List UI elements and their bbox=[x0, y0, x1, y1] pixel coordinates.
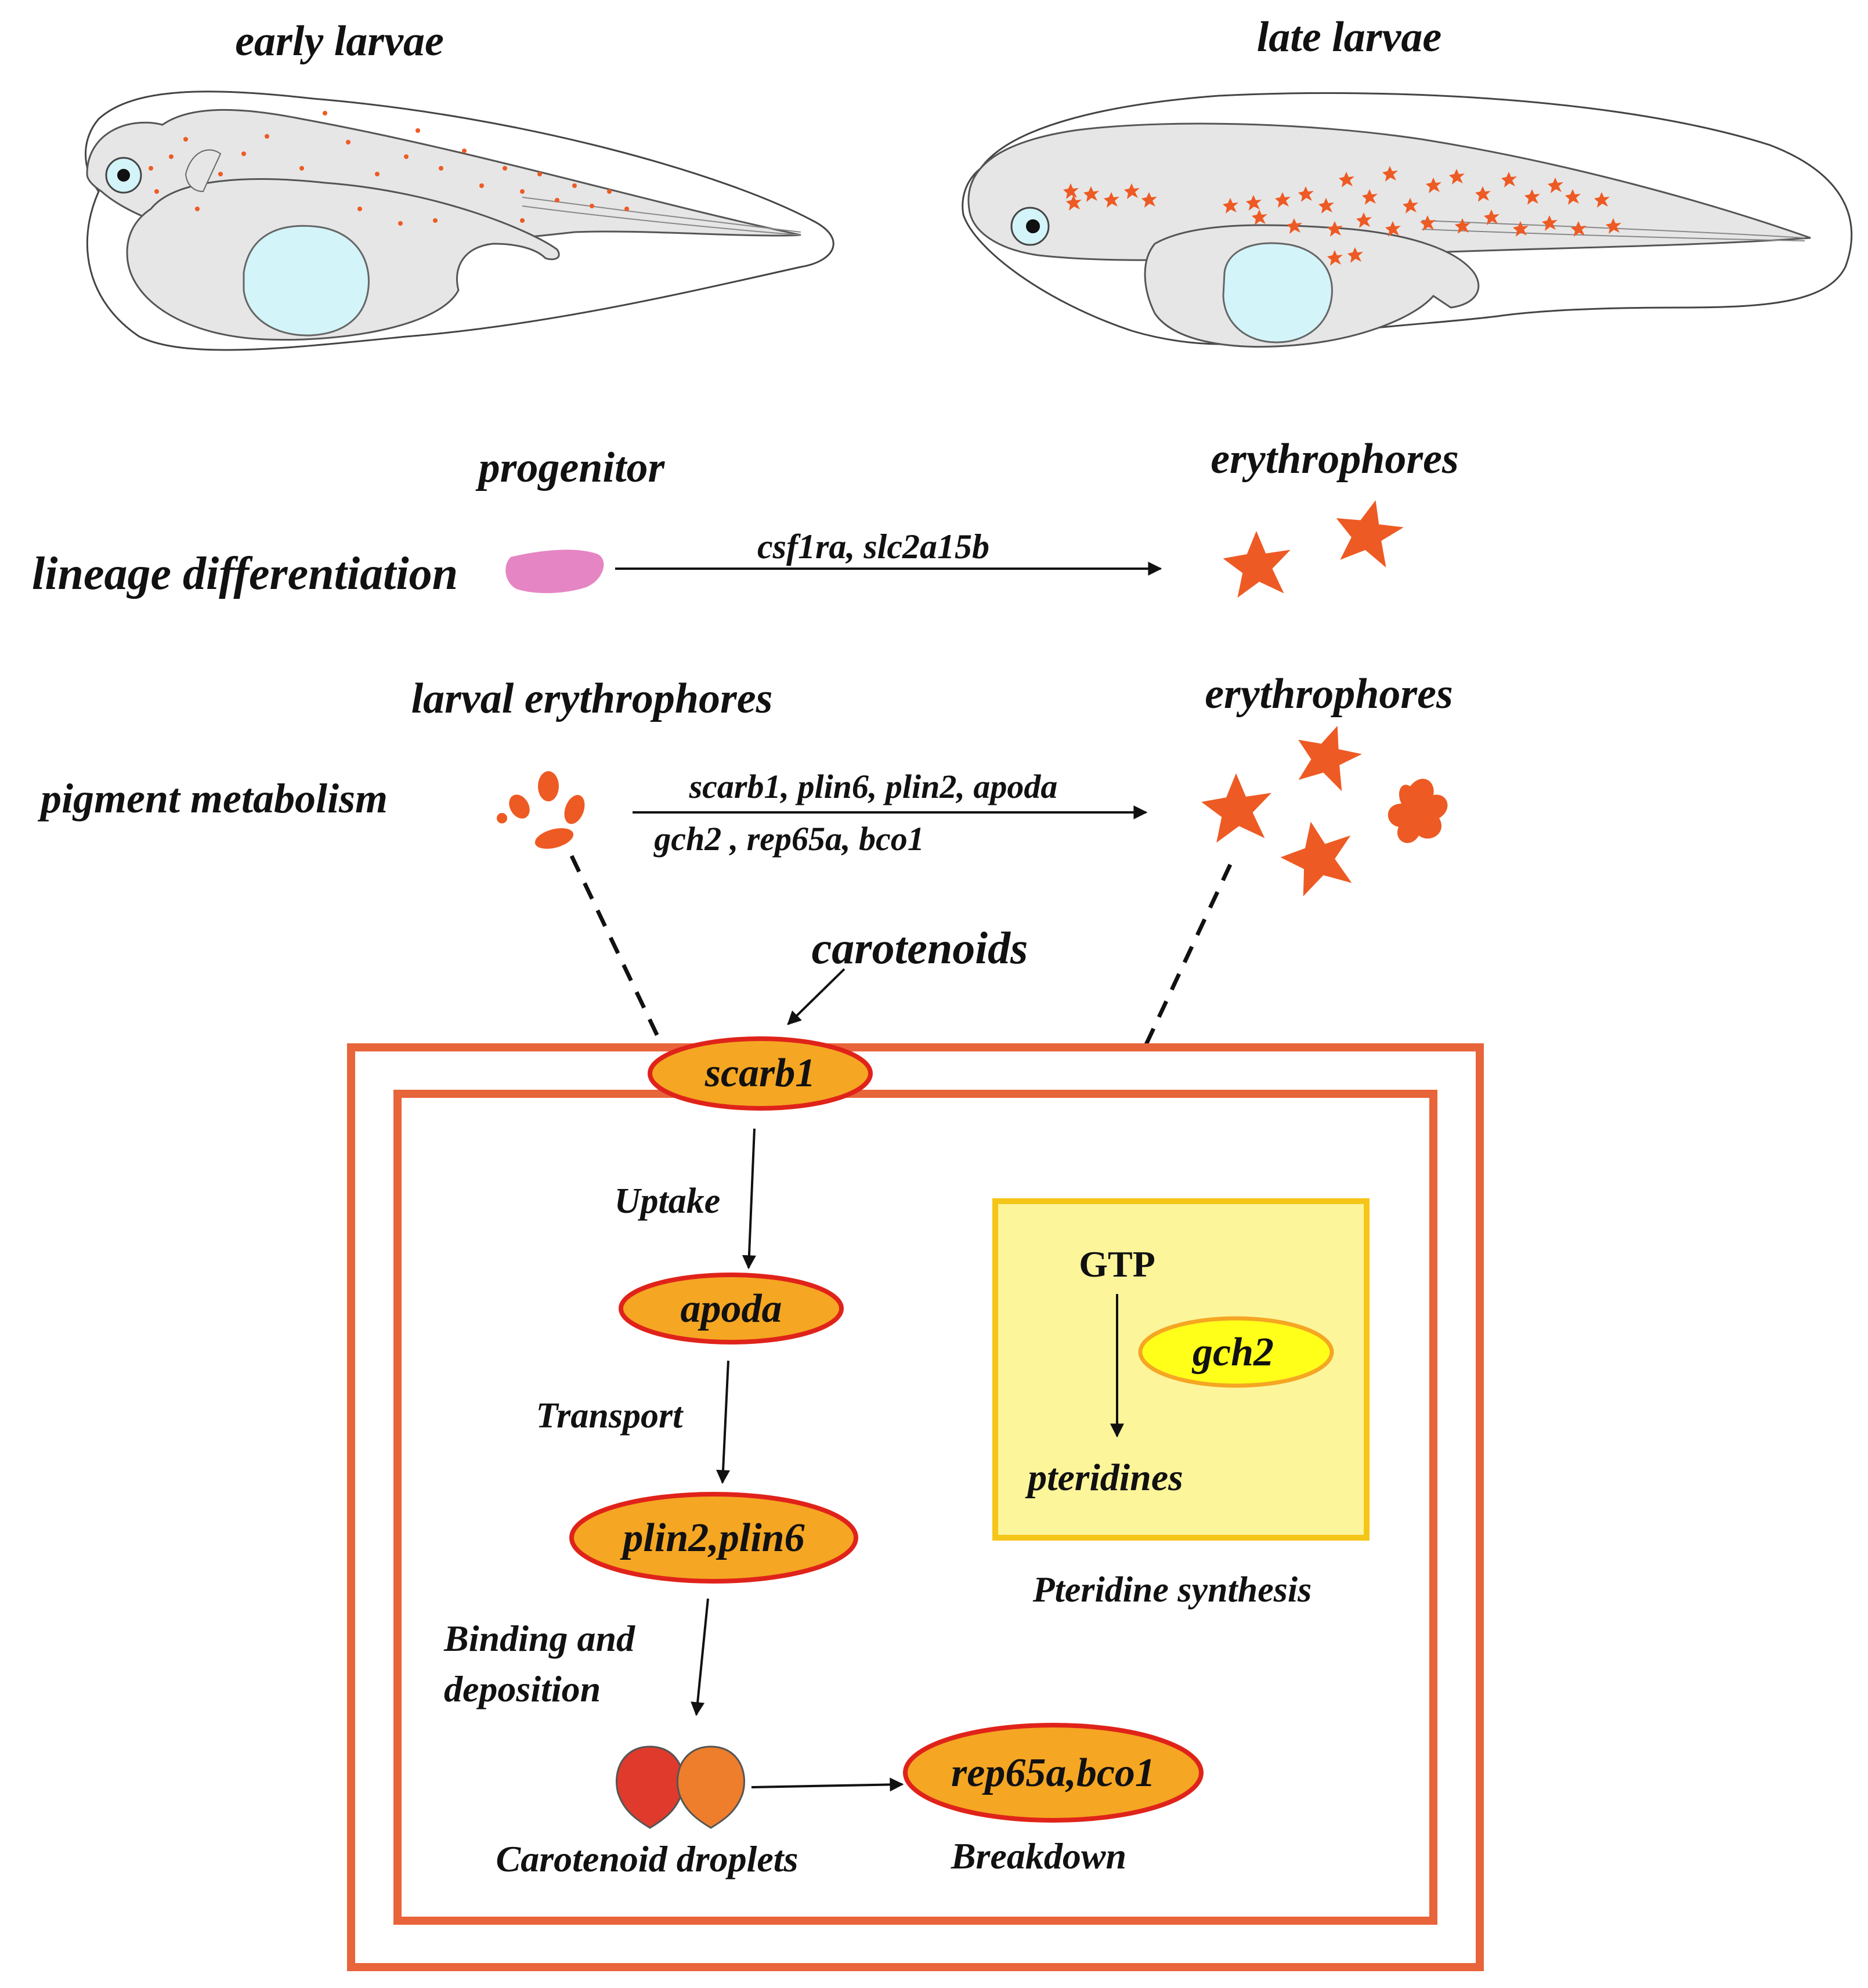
larval-erythrophore-cells bbox=[497, 771, 585, 849]
deposition-arrow bbox=[691, 1598, 709, 1716]
scarb1-node bbox=[648, 1036, 873, 1111]
larval-erythrophores-label: larval erythrophores bbox=[411, 675, 773, 722]
pteridine-synthesis-caption: Pteridine synthesis bbox=[1032, 1570, 1312, 1610]
outer-cell-membrane bbox=[347, 1043, 1484, 1971]
apoda-node bbox=[619, 1273, 844, 1344]
breakdown-label: Breakdown bbox=[951, 1835, 1126, 1877]
rep65a-bco1-node bbox=[903, 1723, 1204, 1823]
scarb1-label: scarb1 bbox=[704, 1051, 816, 1096]
pteridines-label: pteridines bbox=[1025, 1456, 1183, 1499]
late-larva-illustration bbox=[962, 92, 1853, 348]
gch2-label: gch2 bbox=[1191, 1330, 1274, 1375]
dashed-connector-right bbox=[1144, 863, 1233, 1046]
rep65a-bco1-label: rep65a,bco1 bbox=[951, 1751, 1155, 1795]
binding-label-line2: deposition bbox=[444, 1668, 601, 1709]
binding-label-line1: Binding and bbox=[443, 1618, 635, 1659]
uptake-arrow bbox=[742, 1128, 756, 1270]
carotenoids-label: carotenoids bbox=[812, 923, 1028, 973]
carotenoid-droplets bbox=[615, 1745, 746, 1829]
plin2-plin6-node bbox=[569, 1492, 858, 1584]
transport-arrow bbox=[716, 1360, 731, 1484]
erythrophores-cells-1 bbox=[1223, 491, 1409, 598]
uptake-label: Uptake bbox=[615, 1181, 721, 1221]
dashed-connector-left bbox=[569, 855, 664, 1046]
plin2-plin6-label: plin2,plin6 bbox=[620, 1516, 804, 1560]
carotenoid-droplets-label: Carotenoid droplets bbox=[496, 1838, 798, 1879]
gch2-node bbox=[1138, 1316, 1334, 1388]
erythrophores-label-1: erythrophores bbox=[1211, 435, 1459, 483]
progenitor-label: progenitor bbox=[475, 444, 666, 491]
early-larvae-title: early larvae bbox=[235, 17, 444, 65]
early-larva-illustration bbox=[85, 91, 834, 351]
apoda-label: apoda bbox=[681, 1286, 782, 1331]
late-larvae-title: late larvae bbox=[1257, 13, 1442, 61]
lineage-genes: csf1ra, slc2a15b bbox=[757, 527, 989, 566]
pigment-metabolism-label: pigment metabolism bbox=[37, 775, 388, 822]
erythrophores-cells-2 bbox=[1201, 714, 1448, 899]
gtp-label: GTP bbox=[1079, 1244, 1155, 1285]
transport-label: Transport bbox=[536, 1396, 684, 1436]
inner-cell-compartment bbox=[393, 1090, 1437, 1925]
progenitor-cell bbox=[505, 550, 604, 594]
breakdown-arrow bbox=[751, 1777, 904, 1792]
erythrophores-label-2: erythrophores bbox=[1205, 670, 1453, 718]
metabolism-genes-line2: gch2 , rep65a, bco1 bbox=[653, 820, 924, 858]
lineage-differentiation-label: lineage differentiation bbox=[32, 548, 458, 599]
metabolism-genes-line1: scarb1, plin6, plin2, apoda bbox=[689, 768, 1058, 805]
carotenoids-arrow bbox=[787, 968, 846, 1025]
